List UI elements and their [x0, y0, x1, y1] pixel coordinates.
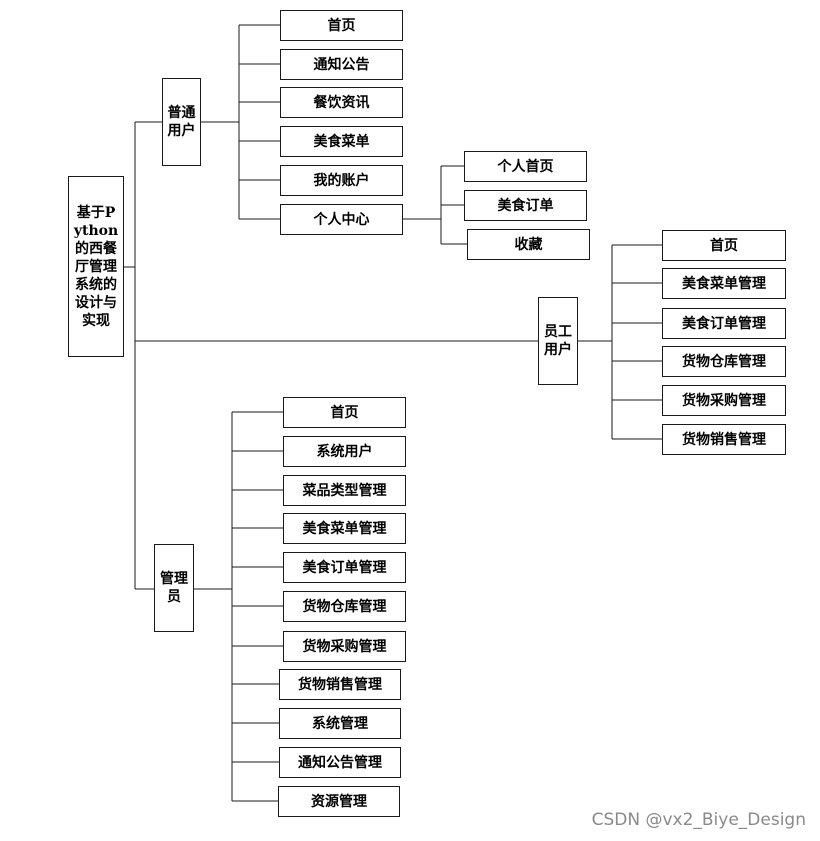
employee-user-label: 员工用户 — [544, 324, 572, 358]
personal-center-item: 个人首页 — [464, 151, 587, 182]
employee-user-node: 员工用户 — [538, 297, 578, 385]
employee-item: 美食订单管理 — [662, 308, 786, 339]
item-label: 我的账户 — [313, 172, 370, 189]
employee-item: 货物销售管理 — [662, 424, 786, 455]
admin-label: 管理员 — [160, 571, 188, 605]
personal-center-item: 收藏 — [467, 229, 590, 260]
item-label: 资源管理 — [311, 793, 367, 810]
regular-user-item: 首页 — [280, 10, 403, 41]
admin-item: 通知公告管理 — [279, 747, 401, 778]
item-label: 美食订单 — [497, 197, 554, 214]
item-label: 收藏 — [514, 236, 543, 253]
employee-item: 货物采购管理 — [662, 385, 786, 416]
item-label: 菜品类型管理 — [302, 482, 387, 499]
item-label: 首页 — [710, 237, 738, 254]
admin-item: 系统管理 — [279, 708, 401, 739]
root-node-label: 基于Python的西餐厅管理系统的设计与实现 — [73, 204, 119, 329]
admin-item: 美食订单管理 — [283, 552, 406, 583]
item-label: 美食菜单管理 — [682, 275, 766, 292]
admin-item: 货物仓库管理 — [283, 591, 406, 622]
item-label: 货物仓库管理 — [682, 353, 766, 370]
item-label: 个人中心 — [313, 211, 370, 228]
root-node: 基于Python的西餐厅管理系统的设计与实现 — [68, 176, 124, 357]
item-label: 货物采购管理 — [302, 638, 387, 655]
admin-item: 资源管理 — [278, 786, 400, 817]
item-label: 系统管理 — [312, 715, 368, 732]
employee-item: 美食菜单管理 — [662, 268, 786, 299]
watermark-text: CSDN @vx2_Biye_Design — [591, 810, 806, 830]
item-label: 美食菜单管理 — [302, 520, 387, 537]
item-label: 货物仓库管理 — [302, 598, 387, 615]
personal-center-node: 个人中心 — [280, 204, 403, 235]
personal-center-item: 美食订单 — [464, 190, 587, 221]
admin-item: 系统用户 — [283, 436, 406, 467]
item-label: 货物采购管理 — [682, 392, 766, 409]
admin-item: 美食菜单管理 — [283, 513, 406, 544]
admin-node: 管理员 — [154, 544, 194, 632]
regular-user-node: 普通用户 — [162, 78, 201, 166]
item-label: 美食菜单 — [313, 133, 370, 150]
item-label: 货物销售管理 — [682, 431, 766, 448]
regular-user-item: 我的账户 — [280, 165, 403, 196]
regular-user-item: 餐饮资讯 — [280, 87, 403, 118]
admin-item: 菜品类型管理 — [283, 475, 406, 506]
employee-item: 首页 — [662, 230, 786, 261]
item-label: 首页 — [327, 17, 356, 34]
admin-item: 货物销售管理 — [279, 669, 401, 700]
employee-item: 货物仓库管理 — [662, 346, 786, 377]
regular-user-item: 美食菜单 — [280, 126, 403, 157]
admin-item: 首页 — [283, 397, 406, 428]
item-label: 系统用户 — [316, 443, 373, 460]
item-label: 货物销售管理 — [298, 676, 382, 693]
admin-item: 货物采购管理 — [283, 631, 406, 662]
item-label: 首页 — [330, 404, 359, 421]
item-label: 通知公告 — [313, 56, 370, 73]
regular-user-item: 通知公告 — [280, 49, 403, 80]
item-label: 通知公告管理 — [298, 754, 382, 771]
item-label: 美食订单管理 — [682, 315, 766, 332]
item-label: 餐饮资讯 — [313, 94, 370, 111]
item-label: 个人首页 — [497, 158, 554, 175]
item-label: 美食订单管理 — [302, 559, 387, 576]
regular-user-label: 普通用户 — [167, 105, 196, 139]
